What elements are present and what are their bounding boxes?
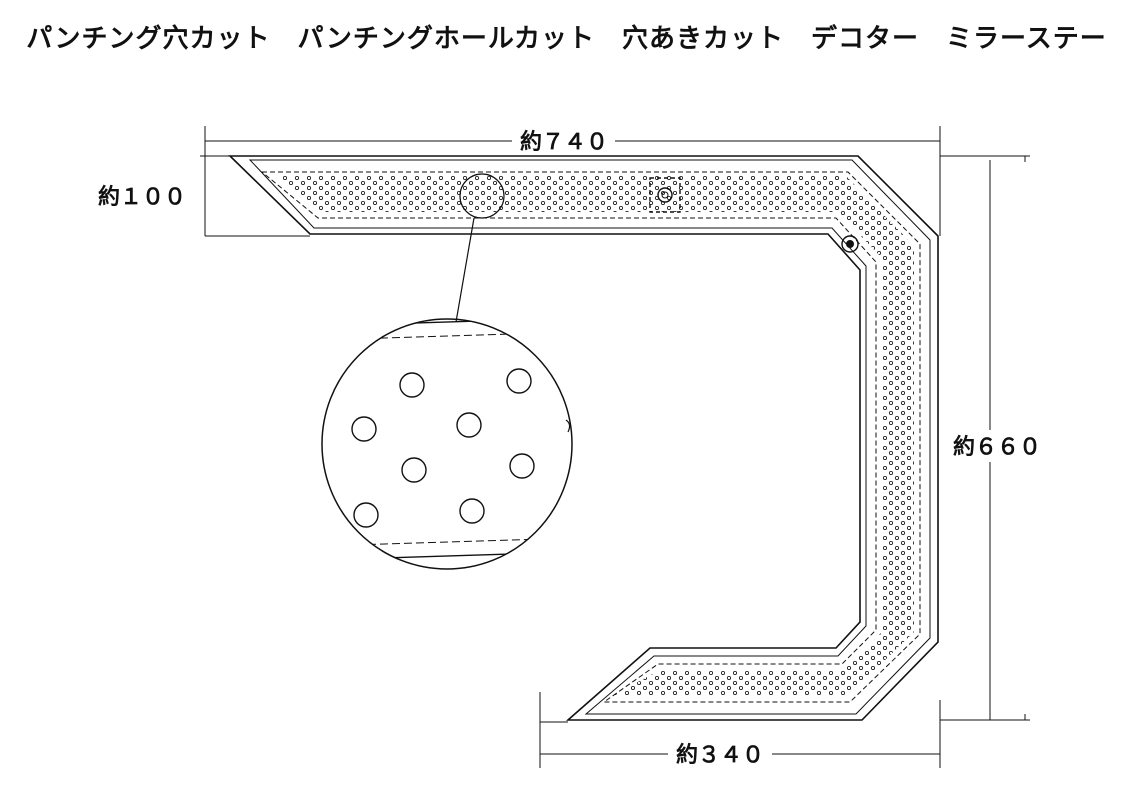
stay-part (228, 155, 939, 721)
punched-holes (351, 368, 535, 528)
dimension-top-width: 約７４０ (520, 129, 608, 155)
dimension-right-height: 約６６０ (953, 434, 1041, 460)
inner-outline-a (248, 159, 931, 715)
dimension-left-height: 約１００ (98, 184, 186, 210)
mounting-hole-top (649, 177, 681, 213)
outer-outline (228, 155, 939, 721)
page-title: パンチング穴カット パンチングホールカット 穴あきカット デコター ミラーステー (26, 24, 1107, 54)
detail-callout (455, 173, 505, 323)
detail-zoom-view (321, 318, 573, 570)
mounting-hole-corner (841, 235, 859, 253)
perforation-area (275, 176, 914, 696)
inner-outline-b (260, 171, 921, 703)
dimension-bottom-width: 約３４０ (676, 742, 764, 768)
dimension-lines (200, 126, 1030, 768)
